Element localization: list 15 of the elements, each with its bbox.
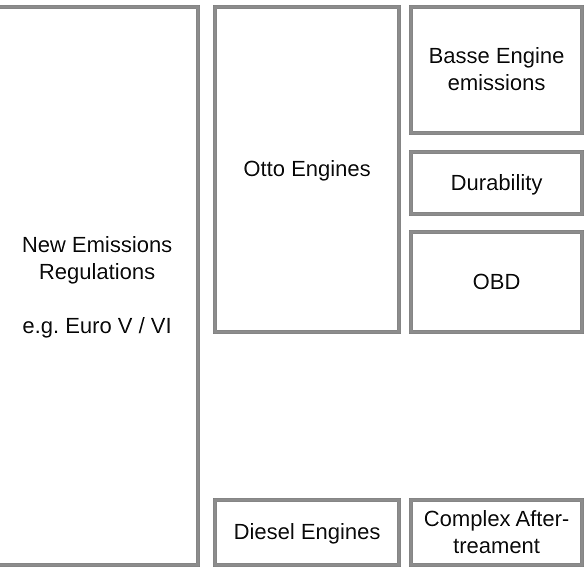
text-box [213,498,401,567]
box-label: Diesel Engines [232,519,382,546]
text-box [0,5,200,567]
text-box [409,230,584,334]
box-label: Durability [450,170,544,196]
text-box [213,5,401,334]
box-note: e.g. Euro V / VI [21,312,173,340]
text-box [409,5,584,135]
text-box [409,150,584,216]
box-label: Complex After- treament [422,506,570,560]
box-label: New Emissions Regulations [20,232,174,286]
box-label: Otto Engines [242,156,372,183]
text-box [409,498,584,567]
box-label: OBD [472,268,522,296]
box-label: Basse Engine emissions [428,43,566,97]
